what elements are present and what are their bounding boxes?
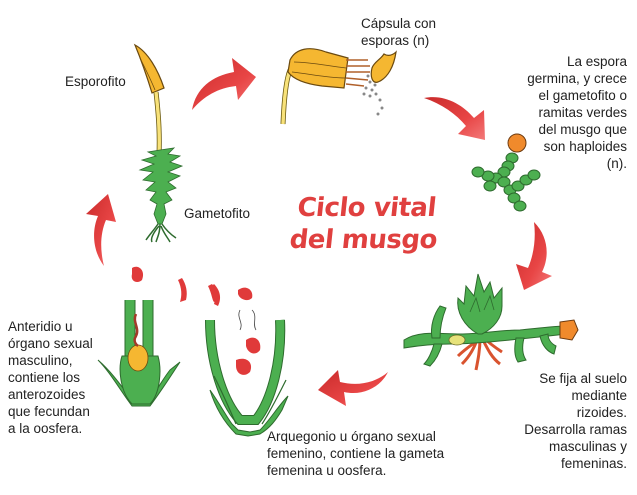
arrow-rizoides-to-arquegonio-icon bbox=[318, 370, 388, 406]
title-line-2: del musgo bbox=[288, 225, 439, 255]
label-espora-germina: La espora germina, y crece el gametofito… bbox=[527, 54, 627, 171]
label-capsula-con-esporas: Cápsula con esporas (n) bbox=[361, 16, 437, 48]
sporophyte-plant-illustration bbox=[133, 43, 184, 243]
arrow-anteridio-to-gametofito-icon bbox=[86, 194, 116, 266]
label-arquegonio: Arquegonio u órgano sexual femenino, con… bbox=[267, 429, 445, 478]
capsule-with-spores-illustration bbox=[280, 48, 397, 125]
arrow-esporofito-to-capsula-icon bbox=[192, 58, 256, 110]
title-line-1: Ciclo vital bbox=[295, 193, 438, 223]
diagram-title: Ciclo vital del musgo bbox=[287, 192, 444, 256]
label-fija-al-suelo: Se fija al suelo mediante rizoides. Desa… bbox=[524, 371, 627, 471]
arrow-capsula-to-germina-icon bbox=[424, 97, 485, 140]
germinating-spore-illustration bbox=[471, 133, 541, 212]
protonema-with-rhizoids-illustration bbox=[403, 273, 579, 371]
arrow-germina-to-rizoides-icon bbox=[516, 222, 552, 290]
archegonium-illustration bbox=[205, 284, 289, 437]
label-anteridio: Anteridio u órgano sexual masculino, con… bbox=[8, 319, 93, 436]
label-gametofito: Gametofito bbox=[184, 206, 251, 221]
label-esporofito: Esporofito bbox=[65, 74, 126, 89]
antheridium-illustration bbox=[97, 266, 218, 407]
